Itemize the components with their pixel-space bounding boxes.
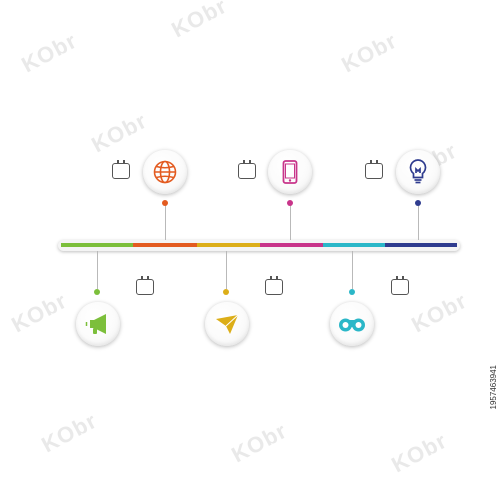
milestone-globe[interactable] [143, 150, 187, 194]
milestone-smartphone[interactable] [268, 150, 312, 194]
connector-dot [162, 200, 168, 206]
watermark-text: KObr [407, 287, 472, 338]
connector-dot [287, 200, 293, 206]
connector-dot [415, 200, 421, 206]
timeline-segment-6 [385, 243, 457, 247]
timeline-segment-1 [61, 243, 133, 247]
watermark-text: KObr [337, 27, 402, 78]
lightbulb-icon [409, 159, 427, 184]
watermark-text: KObr [17, 27, 82, 78]
timeline-segment-2 [133, 243, 197, 247]
calendar-icon [365, 160, 383, 179]
megaphone-icon [85, 314, 106, 334]
milestone-paper-plane[interactable] [205, 302, 249, 346]
connector-line [97, 251, 98, 289]
calendar-icon [265, 276, 283, 295]
connector-line [165, 205, 166, 240]
connector-dot [223, 289, 229, 295]
connector-dot [349, 289, 355, 295]
watermark-text: KObr [37, 407, 102, 458]
binoculars-icon [339, 318, 365, 332]
connector-dot [94, 289, 100, 295]
watermark-text: KObr [7, 287, 72, 338]
calendar-icon [391, 276, 409, 295]
watermark-text: KObr [387, 427, 452, 478]
smartphone-icon [282, 160, 298, 184]
milestone-binoculars[interactable] [330, 302, 374, 346]
watermark-text: KObr [87, 107, 152, 158]
milestone-lightbulb[interactable] [396, 150, 440, 194]
connector-line [290, 205, 291, 240]
timeline-segment-4 [260, 243, 323, 247]
globe-icon [153, 160, 177, 184]
watermark-text: KObr [167, 0, 232, 43]
stock-image-id: 1957463941 [489, 365, 498, 410]
paper-plane-icon [216, 314, 239, 334]
connector-line [226, 251, 227, 289]
timeline-segment-5 [323, 243, 385, 247]
milestone-megaphone[interactable] [76, 302, 120, 346]
connector-line [418, 205, 419, 240]
calendar-icon [238, 160, 256, 179]
connector-line [352, 251, 353, 289]
calendar-icon [136, 276, 154, 295]
timeline-segment-3 [197, 243, 260, 247]
calendar-icon [112, 160, 130, 179]
watermark-text: KObr [227, 417, 292, 468]
